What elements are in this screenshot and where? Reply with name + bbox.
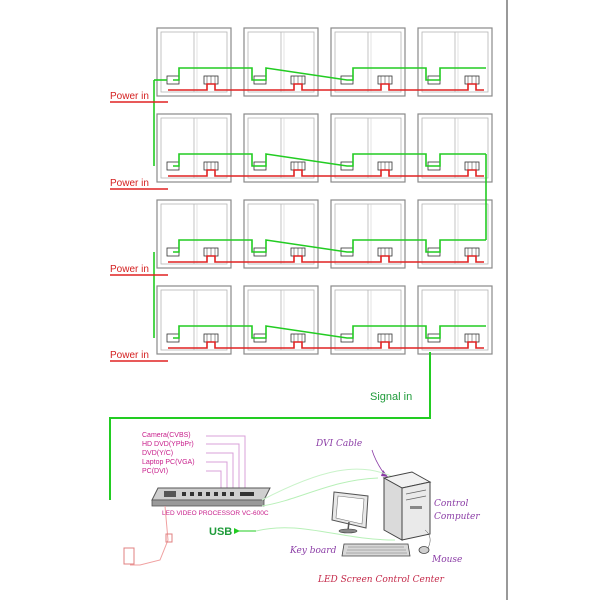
source-input-lines bbox=[206, 435, 246, 488]
computer-tower-icon bbox=[382, 471, 432, 541]
source-labels: Camera(CVBS) HD DVD(YPbPr) DVD(Y/C) Lapt… bbox=[142, 432, 195, 475]
led-panel bbox=[417, 113, 493, 183]
processor-power-cable bbox=[123, 505, 173, 566]
power-line bbox=[168, 169, 484, 177]
led-panel bbox=[156, 27, 232, 97]
led-panel bbox=[417, 199, 493, 269]
led-panel bbox=[330, 113, 406, 183]
power-in-row-4: Power in bbox=[110, 350, 168, 362]
power-line bbox=[168, 255, 484, 263]
power-in-row-1: Power in bbox=[110, 91, 168, 103]
led-panel bbox=[330, 285, 406, 355]
wiring bbox=[153, 67, 487, 349]
power-in-label: Power in bbox=[110, 264, 149, 275]
mouse-label: Mouse bbox=[431, 555, 462, 565]
keyboard-icon: Key board bbox=[289, 543, 411, 557]
signal-line bbox=[173, 325, 486, 339]
signal-line bbox=[173, 153, 486, 167]
signal-in-label: Signal in bbox=[370, 391, 412, 403]
power-in-row-2: Power in bbox=[110, 178, 168, 190]
led-panel bbox=[417, 27, 493, 97]
control-computer-label-line1: Control bbox=[434, 499, 468, 509]
led-panel bbox=[330, 27, 406, 97]
led-panel bbox=[156, 113, 232, 183]
keyboard-label: Key board bbox=[289, 546, 337, 556]
signal-line bbox=[173, 239, 486, 253]
signal-line bbox=[173, 67, 486, 81]
led-panel bbox=[243, 199, 319, 269]
source-label-hd-dvd: HD DVD(YPbPr) bbox=[142, 441, 194, 448]
control-computer-label-line2: Computer bbox=[434, 512, 480, 522]
dvi-cable: DVI Cable bbox=[261, 439, 396, 501]
power-line bbox=[168, 83, 484, 91]
mouse-icon: Mouse bbox=[418, 529, 462, 565]
led-panel bbox=[243, 113, 319, 183]
led-panel bbox=[156, 199, 232, 269]
source-label-pc-dvi: PC(DVI) bbox=[142, 468, 168, 475]
signal-in-path: Signal in bbox=[109, 352, 431, 500]
power-in-label: Power in bbox=[110, 350, 149, 361]
led-panel bbox=[243, 285, 319, 355]
control-center-label: LED Screen Control Center bbox=[317, 575, 445, 585]
usb-connection: USB bbox=[209, 477, 396, 541]
dvi-cable-label: DVI Cable bbox=[315, 439, 362, 449]
led-panel bbox=[243, 27, 319, 97]
power-in-row-3: Power in bbox=[110, 264, 168, 276]
usb-label: USB bbox=[209, 526, 232, 538]
power-in-label: Power in bbox=[110, 91, 149, 102]
source-label-camera: Camera(CVBS) bbox=[142, 432, 191, 439]
source-label-dvd: DVD(Y/C) bbox=[142, 450, 173, 457]
power-in-label: Power in bbox=[110, 178, 149, 189]
source-label-laptop: Laptop PC(VGA) bbox=[142, 459, 195, 466]
led-panel bbox=[156, 285, 232, 355]
monitor-icon bbox=[331, 491, 369, 534]
video-processor: LED VIDEO PROCESSOR VC-600C bbox=[151, 487, 271, 517]
control-computer-label: Control Computer bbox=[434, 499, 480, 522]
processor-label: LED VIDEO PROCESSOR VC-600C bbox=[162, 510, 269, 517]
led-panel bbox=[417, 285, 493, 355]
power-line bbox=[168, 341, 484, 349]
led-panel bbox=[330, 199, 406, 269]
